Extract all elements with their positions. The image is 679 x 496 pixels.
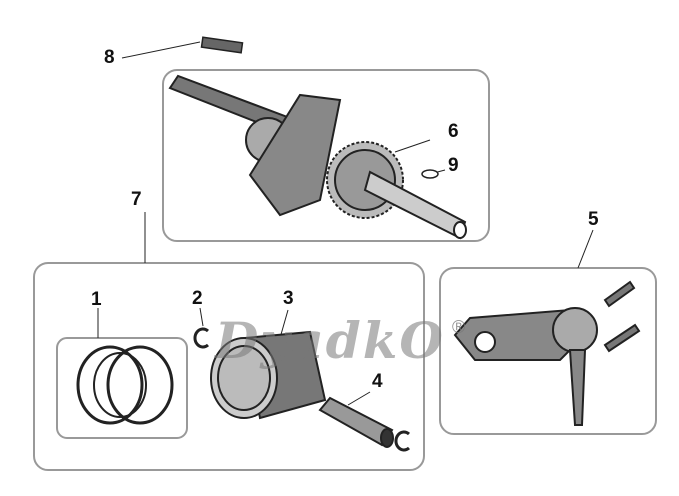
callout-9: 9 — [448, 155, 459, 176]
piston-group-box — [33, 262, 425, 471]
piston-pin-part — [318, 396, 394, 448]
crankshaft-part — [168, 74, 467, 240]
piston-part — [210, 330, 327, 420]
circlip-part — [394, 430, 411, 452]
washer-part — [421, 169, 439, 179]
connecting-rod-part — [453, 280, 641, 426]
connecting-rod-group-box — [439, 267, 657, 435]
callout-3: 3 — [283, 288, 294, 309]
callout-6: 6 — [448, 121, 459, 142]
callout-7: 7 — [131, 189, 142, 210]
registered-mark: ® — [452, 317, 466, 337]
rings-subgroup-box — [56, 337, 188, 439]
woodruff-key-part — [200, 36, 244, 54]
callout-4: 4 — [372, 371, 383, 392]
callout-5: 5 — [588, 209, 599, 230]
watermark-logo: DyadkO — [215, 311, 445, 370]
circlip-part — [193, 327, 210, 349]
piston-rings-part — [76, 345, 174, 425]
callout-1: 1 — [91, 289, 102, 310]
callout-8: 8 — [104, 47, 115, 68]
callout-2: 2 — [192, 288, 203, 309]
crankshaft-group-box — [162, 69, 490, 242]
